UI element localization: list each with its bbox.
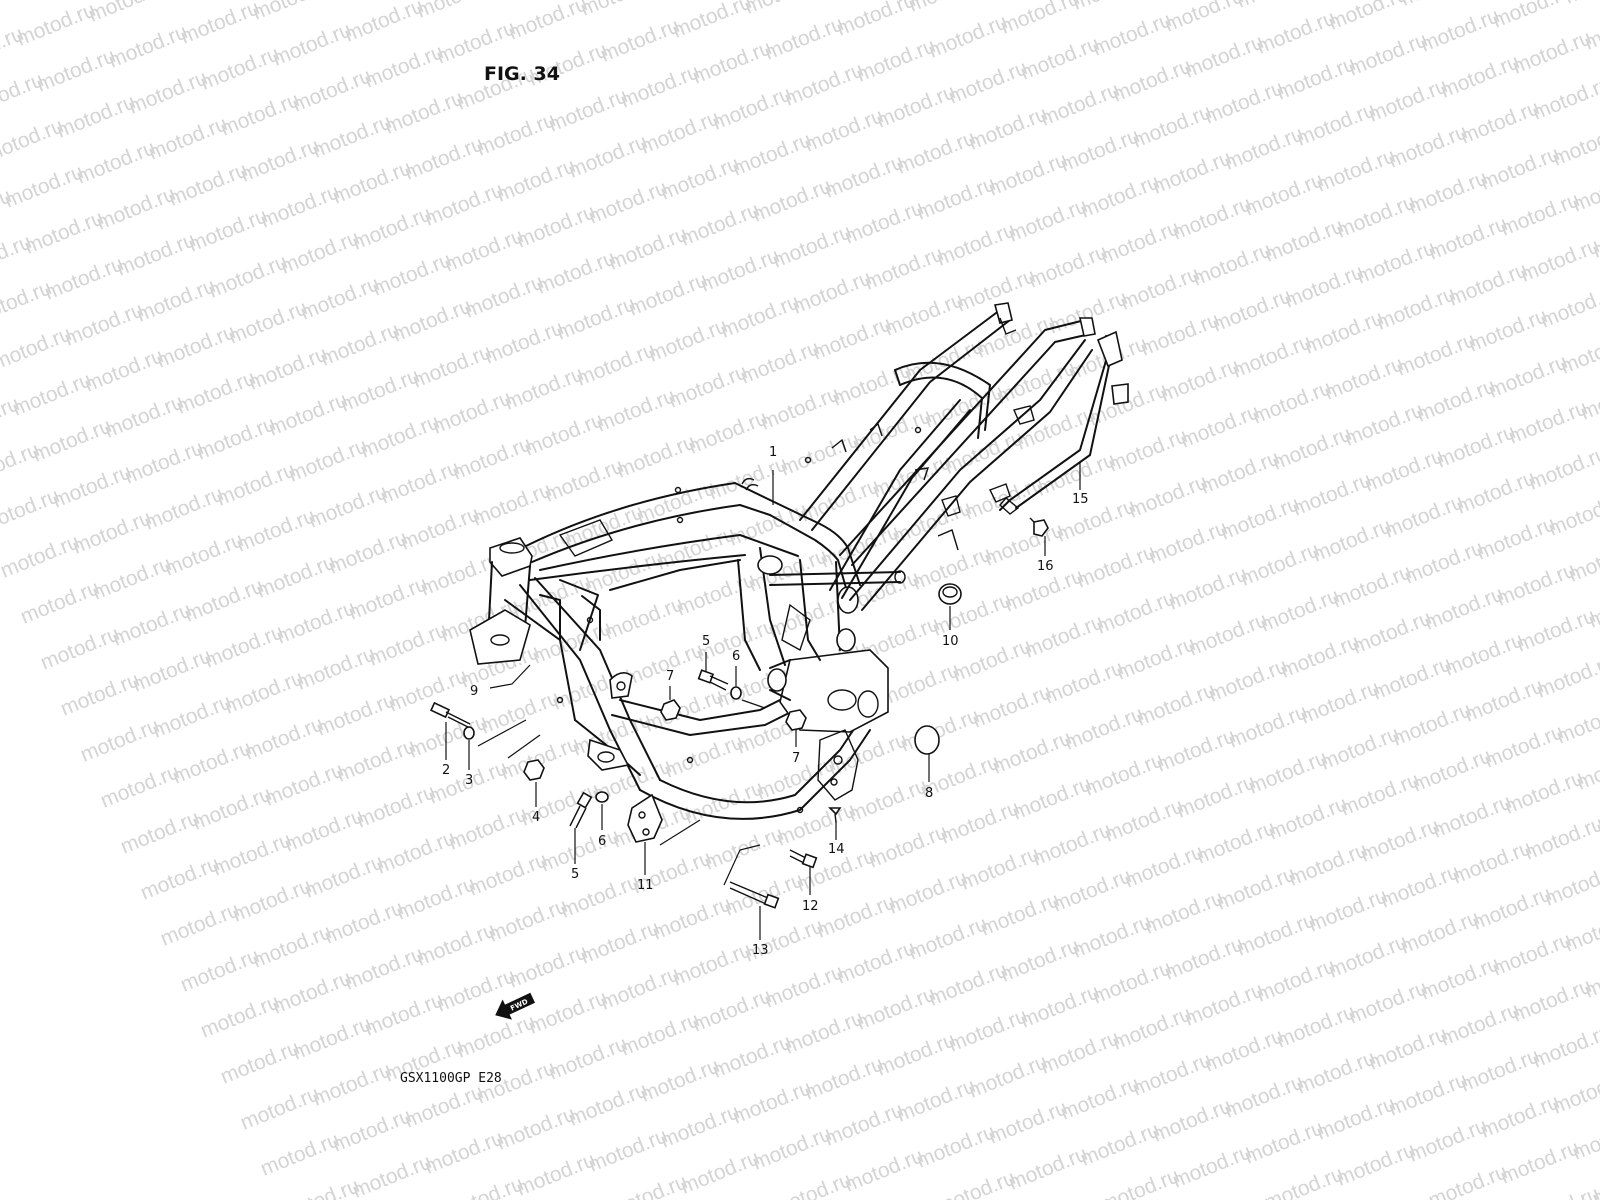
bolt-13-icon: [729, 881, 780, 909]
callout-11: 11: [637, 878, 654, 893]
nut-7a-icon: [660, 699, 681, 721]
callout-7a: 7: [666, 669, 674, 684]
watermark-text: motod.ru: [441, 1172, 526, 1200]
callout-3: 3: [465, 773, 473, 788]
leader-lines: [445, 462, 1081, 940]
watermark-text: motod.ru: [413, 0, 498, 23]
bolt-2-icon: [429, 701, 471, 728]
washer-6a-icon: [730, 686, 742, 700]
watermark-text: motod.ru: [1561, 904, 1600, 956]
washer-6b-icon: [595, 791, 609, 803]
cap-10-icon: [938, 583, 962, 605]
watermark-text: motod.ru: [577, 0, 662, 21]
callout-5a: 5: [702, 634, 710, 649]
watermark-text: motod.ru: [1533, 650, 1600, 702]
watermark-text: motod.ru: [1517, 234, 1600, 286]
forward-label: FWD: [509, 998, 529, 1013]
watermark-text: motod.ru: [1325, 0, 1410, 35]
watermark-text: motod.ru: [1537, 280, 1600, 332]
cap-8-icon: [914, 725, 940, 755]
watermark-text: motod.ru: [1069, 0, 1154, 15]
bolt-16-icon: [1029, 517, 1049, 537]
bolt-5a-icon: [697, 669, 729, 691]
watermark-text: motod.ru: [605, 1170, 690, 1200]
watermark-text: motod.ru: [1517, 1182, 1600, 1200]
nut-4-icon: [523, 759, 545, 781]
callout-7b: 7: [792, 751, 800, 766]
callout-1: 1: [769, 445, 777, 460]
watermark-text: motod.ru: [1233, 0, 1318, 13]
watermark-text: motod.ru: [741, 0, 826, 19]
watermark-text: motod.ru: [1541, 858, 1600, 910]
watermark-text: motod.ru: [1161, 0, 1246, 37]
frame-assembly: [469, 302, 1129, 843]
fasteners: [429, 517, 1049, 909]
watermark-text: motod.ru: [157, 0, 242, 3]
callouts: 1 2 3 4 5 5 6 6 7 7 8 9 10 11 12 13 14 1…: [442, 445, 1089, 958]
screw-14-icon: [828, 807, 842, 823]
watermark-text: motod.ru: [249, 0, 334, 25]
watermark-text: motod.ru: [1397, 0, 1482, 11]
watermark-text: motod.ru: [1561, 0, 1600, 9]
watermark-text: motod.ru: [1549, 118, 1600, 170]
watermark-text: motod.ru: [1529, 72, 1600, 124]
nut-7b-icon: [785, 709, 807, 731]
callout-15: 15: [1072, 492, 1089, 507]
watermark-text: motod.ru: [997, 0, 1082, 39]
callout-14: 14: [828, 842, 845, 857]
watermark-text: motod.ru: [1097, 1164, 1182, 1200]
callout-6a: 6: [732, 649, 740, 664]
watermark-text: motod.ru: [505, 0, 590, 45]
callout-5b: 5: [571, 867, 579, 882]
callout-6b: 6: [598, 834, 606, 849]
model-code: GSX1100GP E28: [400, 1071, 502, 1086]
watermark-text: motod.ru: [669, 0, 754, 43]
watermark-text: motod.ru: [85, 0, 170, 27]
watermark-text: motod.ru: [277, 1174, 362, 1200]
callout-10: 10: [942, 634, 959, 649]
bolt-5b-icon: [569, 791, 593, 829]
watermark-text: motod.ru: [341, 0, 426, 47]
watermark-text: motod.ru: [769, 1168, 854, 1200]
watermark-text: motod.ru: [1489, 0, 1574, 33]
watermark-text: motod.ru: [933, 1166, 1018, 1200]
watermark-text: motod.ru: [1589, 1158, 1600, 1200]
watermark-text: motod.ru: [1525, 442, 1600, 494]
watermark-text: motod.ru: [1545, 488, 1600, 540]
watermark-text: motod.ru: [1261, 1162, 1346, 1200]
watermark-text: motod.ru: [1521, 812, 1600, 864]
watermark-text: motod.ru: [0, 0, 79, 5]
watermark-text: motod.ru: [1549, 1066, 1600, 1118]
callout-16: 16: [1037, 559, 1054, 574]
watermark-text: motod.ru: [1557, 326, 1600, 378]
watermark-text: motod.ru: [905, 0, 990, 17]
watermark-text: motod.ru: [1553, 696, 1600, 748]
watermark-text: motod.ru: [1529, 1020, 1600, 1072]
callout-9: 9: [470, 684, 478, 699]
callout-12: 12: [802, 899, 819, 914]
watermark-text: motod.ru: [321, 0, 406, 1]
washer-3-icon: [463, 726, 475, 740]
figure-title: FIG. 34: [484, 63, 560, 85]
callout-8: 8: [925, 786, 933, 801]
bolt-12-icon: [789, 849, 818, 869]
callout-4: 4: [532, 810, 540, 825]
watermark-text: motod.ru: [833, 0, 918, 41]
callout-2: 2: [442, 763, 450, 778]
callout-13: 13: [752, 943, 769, 958]
